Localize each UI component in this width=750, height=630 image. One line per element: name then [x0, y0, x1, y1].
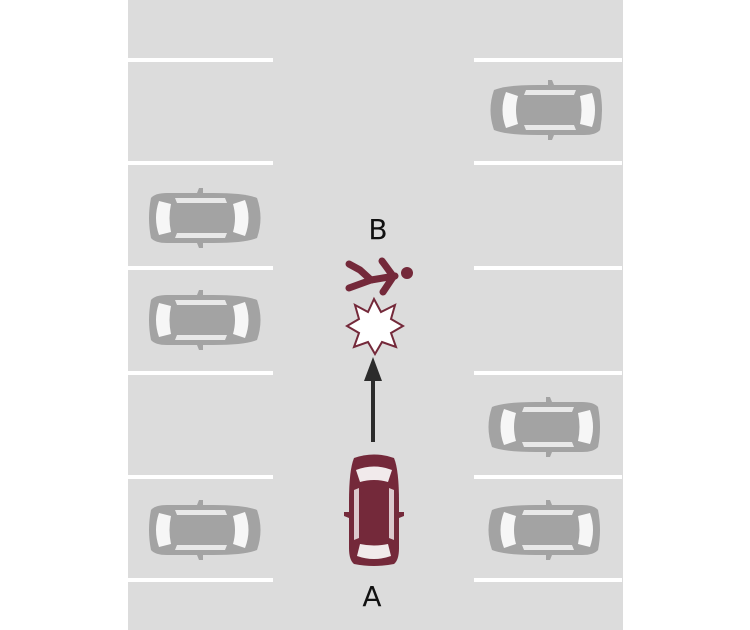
left-parking-lines: [128, 58, 273, 582]
right-parking-lines: [474, 58, 622, 582]
direction-arrow: [364, 357, 382, 442]
label-b: B: [368, 213, 387, 246]
parked-car: [488, 500, 600, 560]
parked-car: [149, 188, 261, 248]
parked-car: [149, 290, 261, 350]
car-a: [344, 454, 404, 566]
pedestrian-b-icon: [345, 257, 413, 296]
parked-car: [490, 80, 602, 140]
parked-car: [149, 500, 261, 560]
label-a: A: [362, 580, 381, 613]
collision-burst-icon: [345, 296, 405, 356]
parked-car: [488, 397, 600, 457]
